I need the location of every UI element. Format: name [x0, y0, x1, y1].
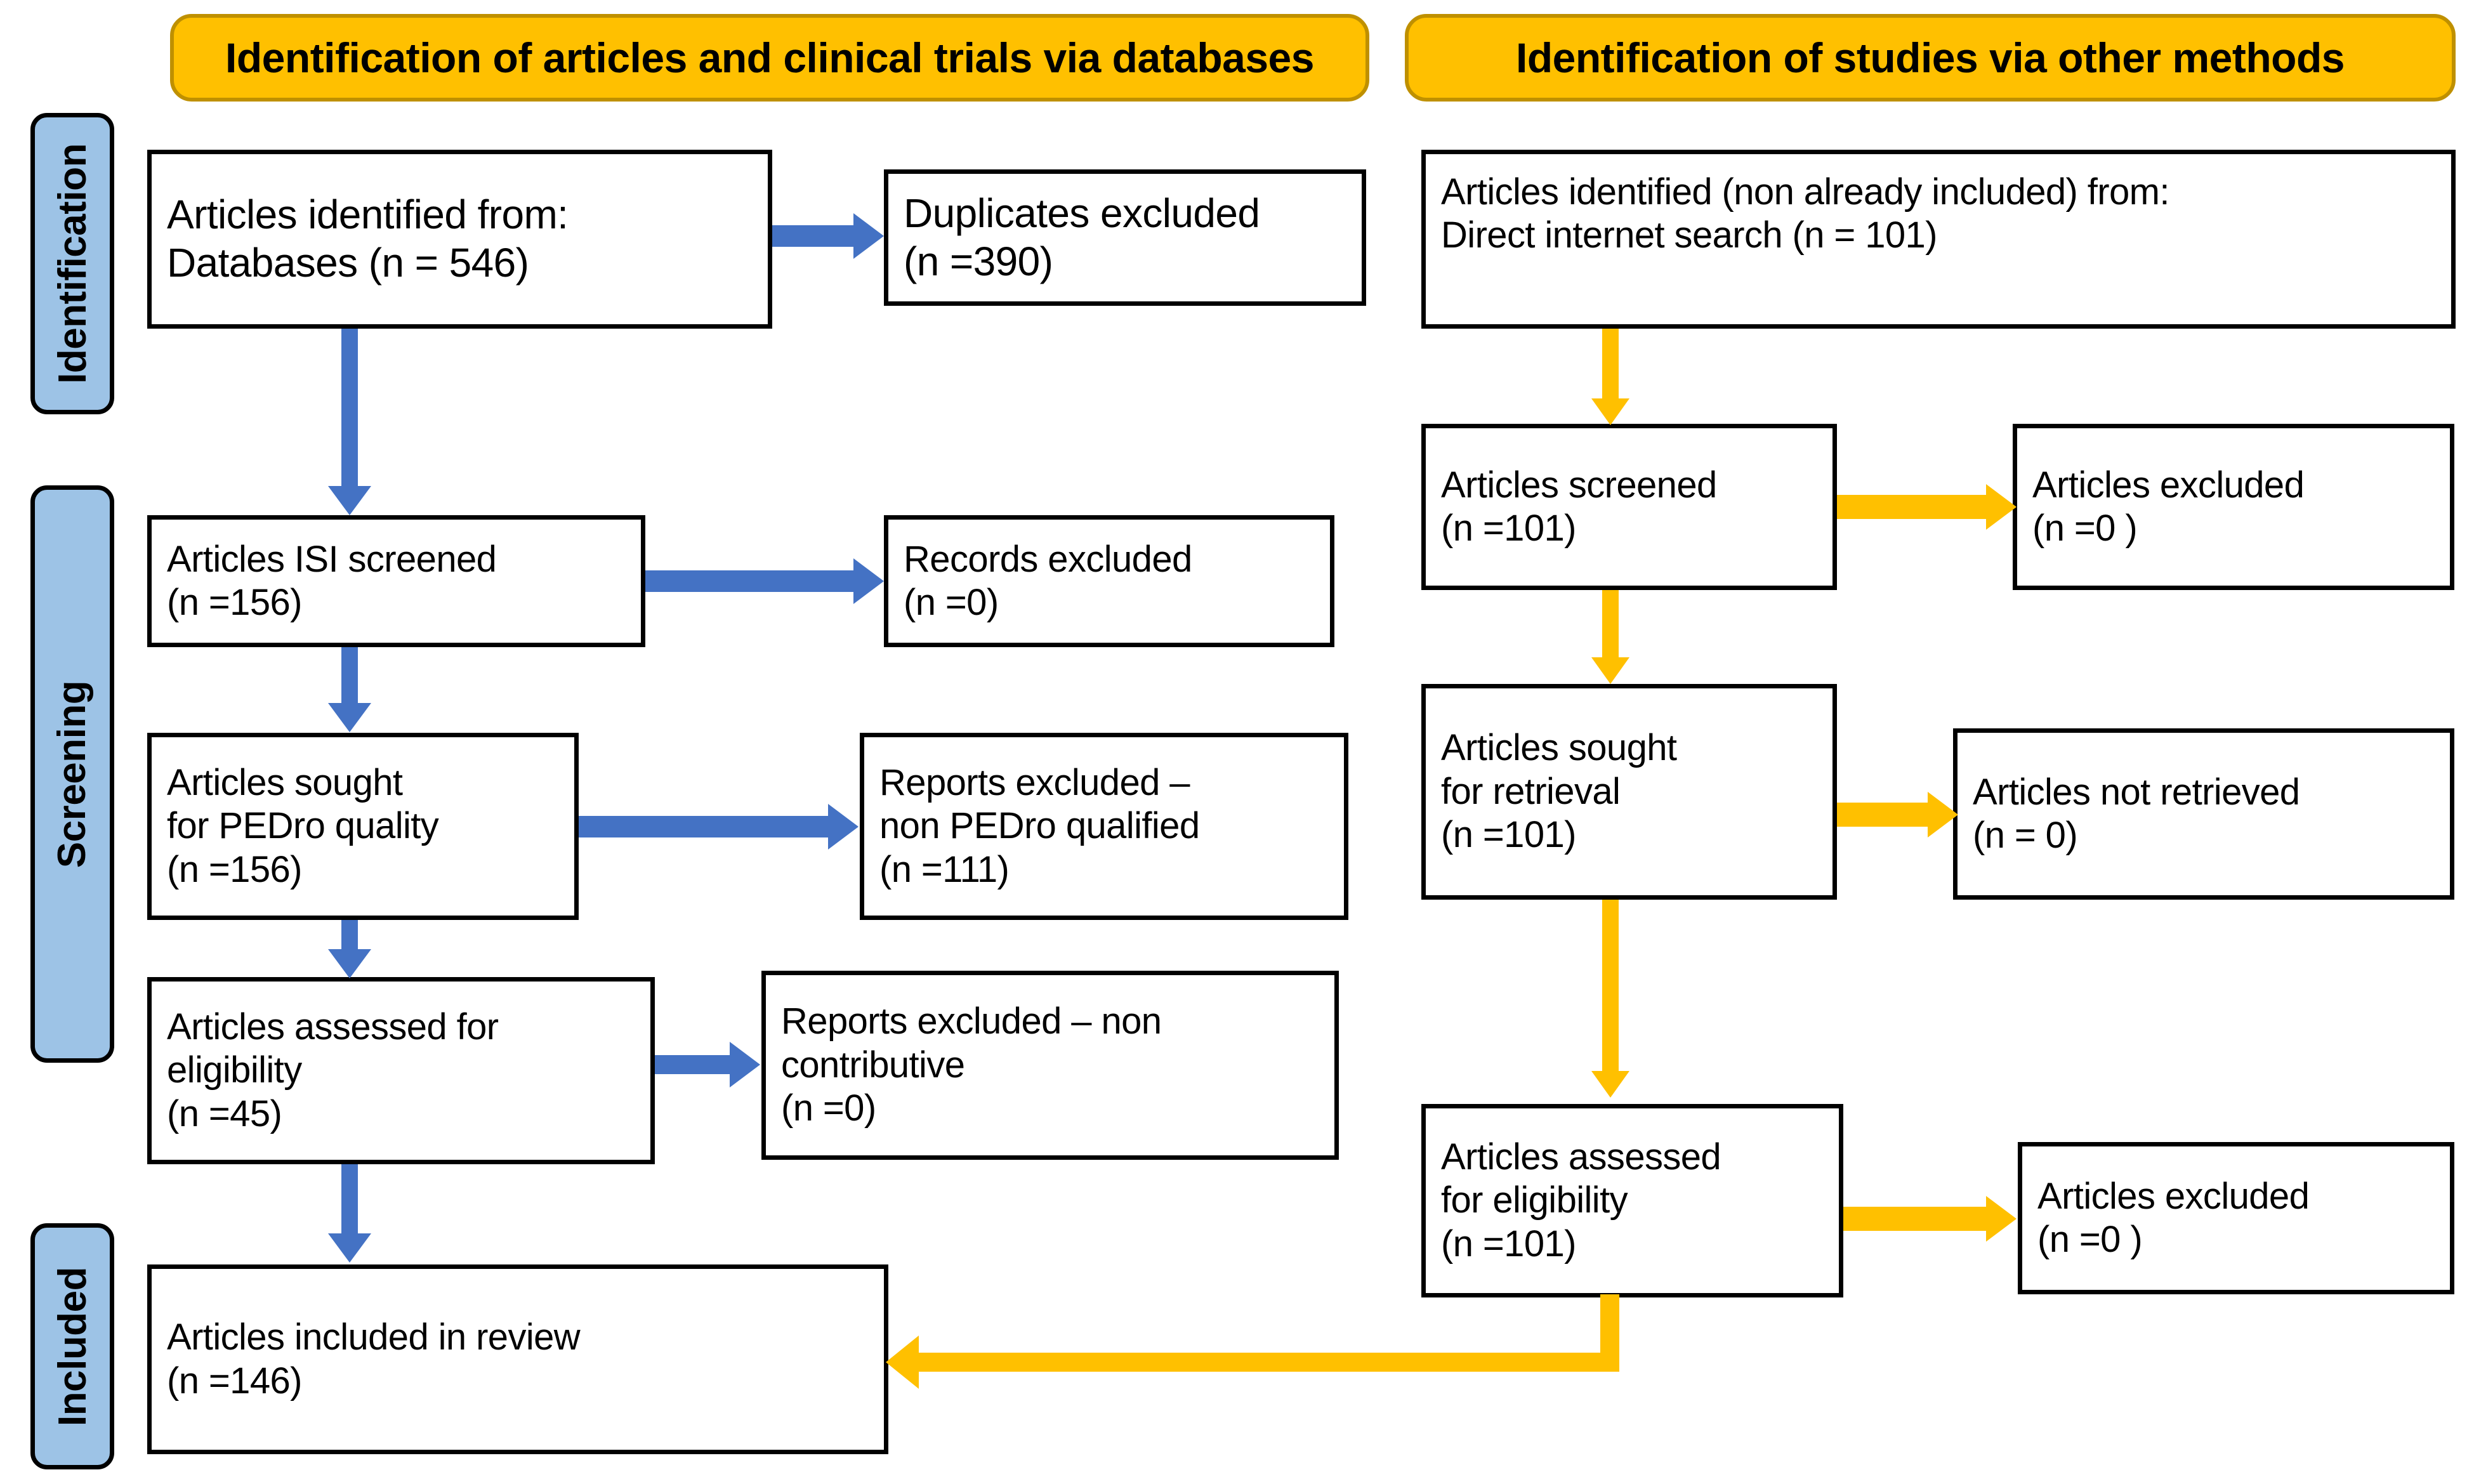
- box-duplicates-excluded: Duplicates excluded (n =390): [884, 169, 1366, 306]
- box-line-3: (n =45): [167, 1093, 282, 1134]
- arrowhead-other-identified-to-screened: [1591, 398, 1629, 425]
- rail-screening: Screening: [30, 485, 114, 1063]
- box-articles-not-retrieved: Articles not retrieved (n = 0): [1953, 728, 2454, 900]
- connector-sought-retrieval-to-not-retrieved: [1837, 803, 1931, 827]
- connector-isi-to-sought-pedro: [341, 647, 358, 704]
- banner-right-label: Identification of studies via other meth…: [1516, 34, 2345, 81]
- connector-identified-to-isi-screened: [341, 329, 358, 487]
- box-articles-included-in-review: Articles included in review (n =146): [147, 1264, 888, 1454]
- arrowhead-assessed-right-to-included: [886, 1336, 919, 1389]
- box-line-2: for PEDro quality: [167, 805, 439, 847]
- box-line-1: Articles sought: [167, 761, 403, 803]
- box-reports-excluded-non-contributive: Reports excluded – non contributive (n =…: [761, 971, 1339, 1160]
- box-reports-excluded-non-pedro: Reports excluded – non PEDro qualified (…: [860, 733, 1348, 920]
- box-line-3: (n =101): [1441, 814, 1576, 856]
- box-line-1: Articles assessed: [1441, 1136, 1721, 1178]
- box-articles-identified-databases: Articles identified from: Databases (n =…: [147, 150, 772, 329]
- box-line-3: (n =101): [1441, 1223, 1576, 1264]
- rail-included-label: Included: [50, 1266, 95, 1426]
- box-line-2: (n =390): [904, 238, 1053, 284]
- box-line-1: Records excluded: [904, 538, 1192, 580]
- box-line-1: Reports excluded –: [879, 761, 1190, 803]
- arrowhead-identified-to-duplicates: [853, 213, 884, 259]
- connector-sought-to-reports-excluded-pedro: [579, 816, 829, 837]
- arrowhead-sought-to-assessed-eligibility: [328, 949, 371, 978]
- box-line-1: Articles not retrieved: [1973, 771, 2300, 813]
- rail-included: Included: [30, 1223, 114, 1469]
- box-line-1: Articles screened: [1441, 464, 1717, 506]
- box-line-2: (n =0 ): [2037, 1219, 2143, 1260]
- box-line-1: Articles ISI screened: [167, 538, 497, 580]
- box-line-2: (n =156): [167, 582, 302, 623]
- box-articles-excluded-eligibility: Articles excluded (n =0 ): [2018, 1142, 2454, 1294]
- banner-identification-other-methods: Identification of studies via other meth…: [1405, 14, 2456, 102]
- box-line-2: contributive: [781, 1044, 965, 1086]
- box-line-1: Articles identified (non already include…: [1441, 171, 2169, 213]
- box-line-2: eligibility: [167, 1049, 302, 1091]
- box-line-1: Reports excluded – non: [781, 1001, 1162, 1042]
- arrowhead-assessed-right-to-excluded: [1986, 1196, 2017, 1242]
- box-line-1: Duplicates excluded: [904, 190, 1260, 236]
- rail-screening-label: Screening: [50, 680, 95, 868]
- box-line-3: (n =111): [879, 848, 1010, 890]
- box-line-2: for eligibility: [1441, 1179, 1628, 1221]
- box-line-1: Articles sought: [1441, 727, 1677, 769]
- box-line-2: for retrieval: [1441, 770, 1621, 812]
- box-line-1: Articles assessed for: [167, 1006, 499, 1047]
- box-line-1: Articles excluded: [2032, 464, 2305, 506]
- box-line-2: (n =146): [167, 1360, 302, 1402]
- box-articles-sought-for-retrieval: Articles sought for retrieval (n =101): [1421, 684, 1837, 900]
- connector-isi-to-records-excluded: [645, 570, 855, 592]
- arrowhead-isi-to-sought-pedro: [328, 703, 371, 732]
- arrowhead-assessed-to-reports-noncontrib: [730, 1042, 760, 1087]
- box-articles-assessed-eligibility-left: Articles assessed for eligibility (n =45…: [147, 977, 655, 1164]
- box-line-2: Direct internet search (n = 101): [1441, 214, 1938, 256]
- connector-assessed-to-included: [341, 1164, 358, 1234]
- rail-identification-label: Identification: [50, 143, 95, 384]
- banner-left-label: Identification of articles and clinical …: [225, 34, 1314, 81]
- box-line-2: non PEDro qualified: [879, 805, 1200, 847]
- box-line-2: (n =0 ): [2032, 508, 2138, 549]
- arrowhead-sought-to-reports-excluded-pedro: [828, 804, 859, 850]
- box-line-2: (n = 0): [1973, 815, 2078, 856]
- connector-sought-retrieval-to-assessed: [1602, 900, 1619, 1072]
- box-line-1: Articles included in review: [167, 1317, 581, 1358]
- connector-identified-to-duplicates: [772, 225, 853, 247]
- connector-screened-to-sought-retrieval: [1602, 590, 1619, 659]
- box-articles-identified-other-methods: Articles identified (non already include…: [1421, 150, 2456, 329]
- arrowhead-screened-to-sought-retrieval: [1591, 657, 1629, 684]
- rail-identification: Identification: [30, 113, 114, 414]
- box-line-3: (n =156): [167, 848, 302, 890]
- arrowhead-sought-retrieval-to-assessed: [1591, 1071, 1629, 1098]
- arrowhead-sought-retrieval-to-not-retrieved: [1928, 792, 1958, 837]
- arrowhead-isi-to-records-excluded: [853, 558, 884, 604]
- arrowhead-assessed-to-included: [328, 1233, 371, 1263]
- connector-assessed-right-to-excluded: [1843, 1207, 1989, 1231]
- box-line-1: Articles excluded: [2037, 1175, 2310, 1217]
- box-line-1: Articles identified from:: [167, 192, 569, 238]
- box-articles-assessed-eligibility-right: Articles assessed for eligibility (n =10…: [1421, 1104, 1843, 1297]
- box-articles-sought-pedro-quality: Articles sought for PEDro quality (n =15…: [147, 733, 579, 920]
- arrowhead-identified-to-isi-screened: [328, 486, 371, 515]
- box-articles-screened-right: Articles screened (n =101): [1421, 424, 1837, 590]
- box-line-2: Databases (n = 546): [167, 240, 529, 286]
- connector-sought-to-assessed-eligibility: [341, 920, 358, 950]
- box-line-3: (n =0): [781, 1087, 876, 1129]
- connector-other-identified-to-screened: [1602, 329, 1619, 400]
- box-articles-excluded-screening: Articles excluded (n =0 ): [2013, 424, 2454, 590]
- arrowhead-screened-to-excluded: [1986, 484, 2017, 530]
- banner-identification-databases: Identification of articles and clinical …: [170, 14, 1369, 102]
- connector-assessed-right-to-included-horizontal: [918, 1353, 1619, 1372]
- connector-screened-to-excluded: [1837, 495, 1989, 519]
- box-records-excluded: Records excluded (n =0): [884, 515, 1334, 647]
- connector-assessed-to-reports-noncontrib: [655, 1055, 731, 1074]
- box-line-2: (n =101): [1441, 508, 1576, 549]
- box-articles-isi-screened: Articles ISI screened (n =156): [147, 515, 645, 647]
- box-line-2: (n =0): [904, 582, 999, 623]
